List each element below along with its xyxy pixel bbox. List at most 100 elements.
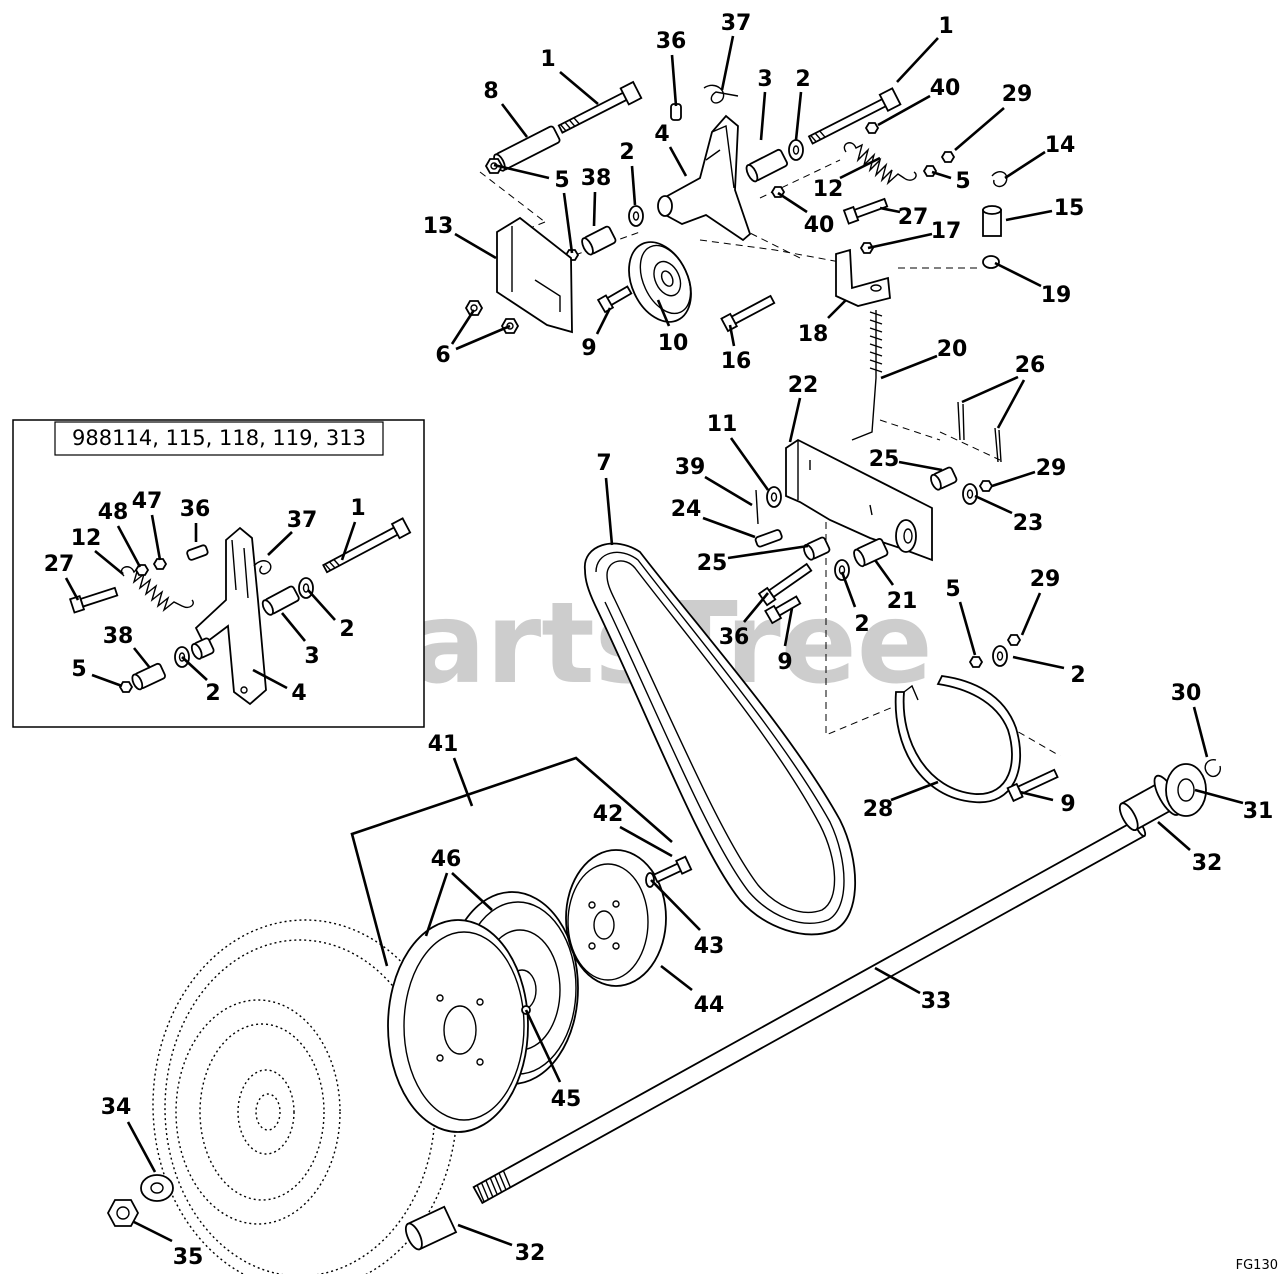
inset-arm-bracket: [194, 526, 267, 706]
leader-line: [759, 91, 767, 141]
nut-icon: [465, 300, 483, 316]
callout-label: 26: [1015, 353, 1046, 378]
tension-spring: [843, 142, 917, 186]
leader-line: [150, 514, 162, 561]
bracket-edge: [797, 440, 873, 516]
callout-label: 29: [1002, 82, 1033, 107]
variant-inset: 988114, 115, 118, 119, 313: [12, 419, 425, 728]
callout-label: 27: [44, 552, 75, 577]
callout-label: 4: [654, 122, 669, 147]
leader-line: [452, 757, 474, 807]
nut-icon: [941, 151, 955, 163]
hair-pin-clip: [703, 84, 739, 104]
callout-label: 5: [945, 577, 960, 602]
callout-label: 11: [707, 412, 738, 437]
leader-line: [133, 1220, 173, 1243]
washer-icon: [140, 1174, 174, 1202]
leader-line: [1020, 592, 1042, 636]
leader-line: [788, 397, 802, 443]
leader-line: [880, 354, 938, 380]
callout-label: 32: [515, 1241, 546, 1266]
leader-line: [1019, 790, 1054, 802]
leader-line: [877, 94, 931, 127]
bracket-leader: [350, 756, 673, 967]
callout-label: 45: [551, 1087, 582, 1112]
callout-label: 5: [955, 169, 970, 194]
callout-label: 14: [1045, 133, 1076, 158]
washer-icon: [788, 139, 804, 161]
callout-label: 1: [350, 496, 365, 521]
callout-label: 5: [554, 168, 569, 193]
drive-belt: [584, 542, 857, 936]
leader-line: [727, 544, 809, 560]
leader-line: [742, 592, 770, 623]
washer-icon: [1165, 763, 1207, 817]
inset-title-box: [54, 421, 384, 456]
idler-arm-bracket: [659, 114, 752, 242]
spacer-part: [803, 536, 831, 561]
clip-part: [991, 171, 1008, 188]
callout-label: 33: [921, 989, 952, 1014]
wheel-assembly: [106, 759, 1222, 1274]
nut-icon: [865, 122, 879, 134]
callout-label: 29: [1030, 567, 1061, 592]
leader-line: [994, 261, 1042, 288]
guide-lines: [825, 419, 1061, 757]
callout-label: 40: [804, 213, 835, 238]
spacer-part: [261, 585, 300, 616]
leader-line: [867, 232, 933, 250]
wheel-hub-pulley: [387, 919, 531, 1133]
leader-line: [840, 571, 857, 608]
brake-band: [894, 675, 1022, 804]
leader-line: [1004, 150, 1046, 180]
leader-line: [961, 375, 1019, 404]
bolt-part: [720, 294, 776, 333]
inset-title: 988114, 115, 118, 119, 313: [72, 426, 366, 450]
leader-line: [839, 156, 881, 180]
callout-label: 22: [788, 373, 819, 398]
tension-spring: [120, 565, 194, 613]
leader-line: [595, 307, 612, 335]
leader-line: [64, 577, 80, 601]
nut-icon: [969, 656, 983, 668]
callout-label: 2: [1070, 663, 1085, 688]
plate-edge: [511, 226, 561, 312]
callout-label: 41: [428, 732, 459, 757]
bushing-part: [404, 1205, 458, 1251]
spacer-part: [131, 662, 166, 691]
nut-icon: [1007, 634, 1021, 646]
bolt-part: [596, 285, 633, 314]
washer-icon: [834, 559, 850, 581]
leader-line: [94, 549, 124, 576]
leader-line: [1194, 788, 1244, 805]
callout-label: 38: [581, 166, 612, 191]
callout-label: 25: [869, 447, 900, 472]
leader-line: [1005, 209, 1053, 222]
spacer-part: [930, 466, 958, 491]
callout-label: 21: [887, 589, 918, 614]
leader-line: [974, 494, 1013, 515]
leader-line: [702, 516, 756, 539]
bracket-hole: [657, 195, 673, 217]
bolt-part: [757, 562, 813, 607]
leader-line: [451, 872, 493, 911]
callout-label: 2: [619, 140, 634, 165]
callout-label: 13: [423, 214, 454, 239]
leader-line: [704, 475, 753, 507]
washer-icon: [992, 645, 1008, 667]
callout-label: 36: [719, 625, 750, 650]
bracket-slot: [231, 539, 249, 599]
callout-label: 16: [721, 349, 752, 374]
leader-line: [630, 165, 637, 206]
nut-icon: [923, 165, 937, 177]
callout-label: 1: [540, 47, 555, 72]
callout-label: 29: [1036, 456, 1067, 481]
leader-line: [827, 299, 847, 319]
leader-line: [1192, 706, 1209, 758]
bolt-part: [764, 595, 802, 625]
belt-guide-bracket: [785, 438, 933, 562]
callout-label: 2: [339, 617, 354, 642]
bolt-part: [842, 197, 889, 225]
mounting-plate: [496, 216, 573, 334]
callout-label: 31: [1243, 799, 1274, 824]
